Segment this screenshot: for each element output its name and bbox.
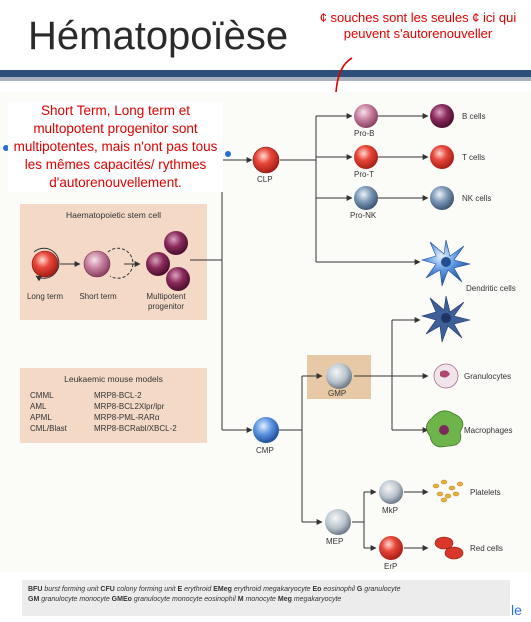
- legend-entry: E erythroid: [177, 586, 212, 593]
- corner-fragment-text: le: [511, 602, 522, 618]
- callout-annotation: Short Term, Long term et multopotent pro…: [8, 102, 223, 192]
- hsc-label-short-term: Short term: [79, 292, 117, 301]
- label-macrophages: Macrophages: [464, 426, 513, 435]
- leuk-disease-0: CMML: [30, 391, 54, 400]
- legend-entry: EMeg erythroid megakaryocyte: [213, 586, 311, 593]
- leuk-model-3: MRP8-BCRabl/XBCL-2: [94, 424, 177, 433]
- label-pro-nk: Pro-NK: [350, 211, 377, 220]
- hsc-label-multipotent: Multipotent progenitor: [146, 292, 186, 311]
- title-bar-shadow: [0, 77, 531, 81]
- legend-entry: G granulocyte: [356, 586, 401, 593]
- leuk-disease-3: CML/Blast: [30, 424, 67, 433]
- label-platelets: Platelets: [470, 488, 501, 497]
- label-gmp: GMP: [328, 389, 347, 398]
- title-annotation: ¢ souches sont les seules ¢ ici qui peuv…: [319, 10, 517, 41]
- leuk-disease-2: APML: [30, 413, 52, 422]
- leuk-model-0: MRP8-BCL-2: [94, 391, 142, 400]
- label-granulocytes: Granulocytes: [464, 372, 512, 381]
- legend-entry: Eo eosinophil: [312, 586, 355, 593]
- title-bar: [0, 70, 531, 77]
- abbreviation-legend-text: BFU burst forming unit CFU colony formin…: [28, 585, 506, 605]
- label-cmp: CMP: [256, 446, 274, 455]
- leuk-model-1: MRP8-BCL2Xlpr/lpr: [94, 402, 165, 411]
- label-mkp: MkP: [382, 506, 398, 515]
- label-pro-b: Pro-B: [354, 129, 375, 138]
- label-erp: ErP: [384, 562, 398, 571]
- abbreviation-legend: [22, 580, 510, 616]
- legend-entry: GM granulocyte monocyte: [28, 596, 110, 603]
- legend-entry: M monocyte: [237, 596, 276, 603]
- label-pro-t: Pro-T: [354, 170, 374, 179]
- leuk-disease-1: AML: [30, 402, 47, 411]
- label-b-cells: B cells: [462, 112, 486, 121]
- label-red-cells: Red cells: [470, 544, 503, 553]
- legend-entry: CFU colony forming unit: [100, 586, 176, 593]
- label-dendritic-cells: Dendritic cells: [466, 284, 516, 293]
- legend-entry: BFU burst forming unit: [28, 586, 99, 593]
- label-nk-cells: NK cells: [462, 194, 492, 203]
- label-t-cells: T cells: [462, 153, 485, 162]
- slide-title: Hématopoïèse: [28, 14, 289, 58]
- legend-entry: Meg megakaryocyte: [277, 596, 342, 603]
- hsc-title: Haematopoietic stem cell: [66, 210, 161, 220]
- leuk-model-2: MRP8-PML-RARα: [94, 413, 160, 422]
- legend-entry: GMEo granulocyte monocyte eosinophil: [111, 596, 236, 603]
- leukaemic-models-box: [20, 368, 207, 443]
- label-clp: CLP: [257, 175, 273, 184]
- label-mep: MEP: [326, 537, 344, 546]
- leukaemic-title: Leukaemic mouse models: [64, 374, 163, 384]
- hsc-label-long-term: Long term: [26, 292, 64, 301]
